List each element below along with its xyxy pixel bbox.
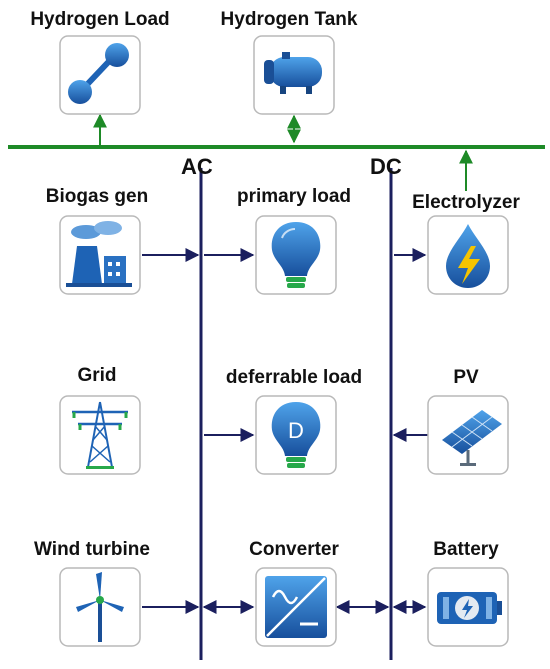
pv-label: PV — [453, 367, 479, 388]
hydrogen-tank-node — [253, 35, 335, 115]
electrolyzer-label: Electrolyzer — [412, 192, 520, 213]
hydrogen-tank-label: Hydrogen Tank — [221, 9, 358, 30]
battery-icon — [437, 592, 502, 624]
wind-turbine-label: Wind turbine — [34, 539, 150, 560]
grid-label: Grid — [77, 365, 116, 386]
converter-label: Converter — [249, 539, 339, 560]
primary-load-node — [255, 215, 337, 295]
converter-node — [255, 567, 337, 647]
d-bulb-icon: D — [271, 402, 321, 468]
hydrogen-load-node — [59, 35, 141, 115]
lightning-drop-icon — [446, 224, 490, 288]
wind-turbine-icon — [76, 572, 124, 642]
solar-panel-icon — [442, 410, 502, 466]
primary-load-label: primary load — [237, 186, 351, 207]
power-plant-icon — [66, 221, 132, 287]
svg-text:D: D — [288, 418, 304, 443]
wind-turbine-node — [59, 567, 141, 647]
light-bulb-icon — [271, 222, 321, 288]
deferrable-load-node: D — [255, 395, 337, 475]
grid-node — [59, 395, 141, 475]
converter-icon — [265, 576, 327, 638]
pv-node — [427, 395, 509, 475]
dc-bus-label: DC — [370, 154, 402, 179]
tank-icon — [264, 52, 322, 94]
molecule-icon — [68, 43, 129, 104]
deferrable-load-label: deferrable load — [226, 367, 362, 388]
ac-bus-label: AC — [181, 154, 213, 179]
battery-label: Battery — [433, 539, 499, 560]
hydrogen-load-label: Hydrogen Load — [30, 9, 169, 30]
transmission-tower-icon — [72, 401, 128, 469]
electrolyzer-node — [427, 215, 509, 295]
biogas-gen-label: Biogas gen — [46, 186, 148, 207]
biogas-gen-node — [59, 215, 141, 295]
battery-node — [427, 567, 509, 647]
